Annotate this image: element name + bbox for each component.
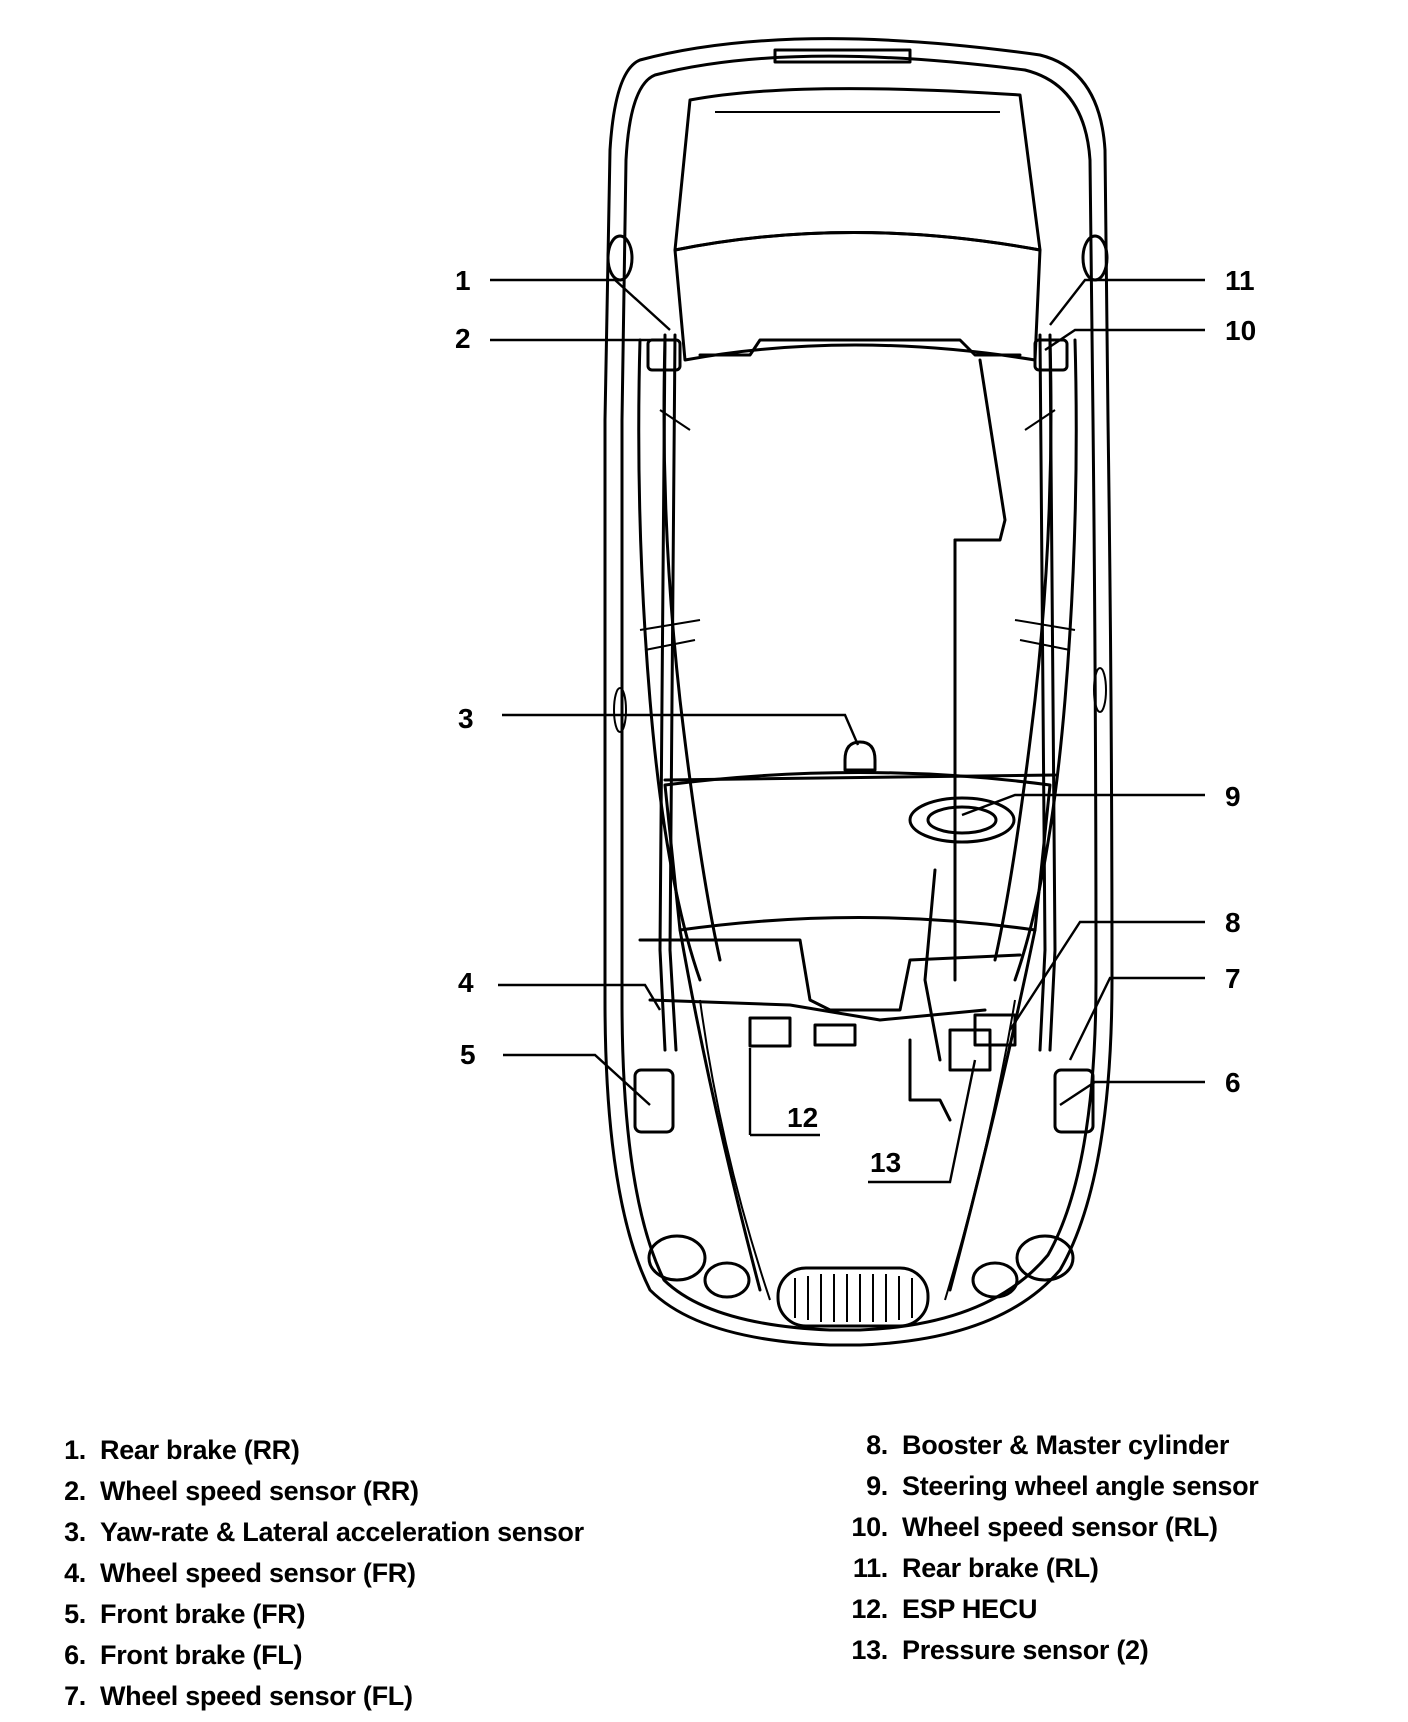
callout-1: 1 [455, 265, 471, 296]
legend-number: 5. [64, 1599, 86, 1629]
brake-lines [633, 333, 1095, 1134]
car-esp-layout-diagram: 1 2 3 4 5 6 7 8 9 10 11 12 13 [455, 37, 1256, 1347]
callout-6: 6 [1225, 1067, 1241, 1098]
legend-label: Wheel speed sensor (RL) [902, 1512, 1218, 1542]
callout-2: 2 [455, 323, 471, 354]
legend-label: Wheel speed sensor (FL) [100, 1681, 413, 1711]
callout-12: 12 [787, 1102, 818, 1133]
legend-number: 2. [64, 1476, 86, 1506]
callout-13: 13 [870, 1147, 901, 1178]
legend-label: Wheel speed sensor (RR) [100, 1476, 419, 1506]
legend-label: Front brake (FR) [100, 1599, 306, 1629]
legend-number: 12. [851, 1594, 888, 1624]
legend-item: 8. Booster & Master cylinder [832, 1430, 1259, 1471]
legend-item: 13. Pressure sensor (2) [832, 1635, 1259, 1676]
legend-number: 7. [64, 1681, 86, 1711]
legend-number: 11. [852, 1553, 888, 1583]
leader-lines [490, 278, 1205, 1184]
legend-number: 9. [866, 1471, 888, 1501]
legend-right: 8. Booster & Master cylinder 9. Steering w… [832, 1430, 1259, 1676]
callout-4: 4 [458, 967, 474, 998]
legend-label: Rear brake (RR) [100, 1435, 300, 1465]
legend-label: Rear brake (RL) [902, 1553, 1099, 1583]
legend-number: 3. [64, 1517, 86, 1547]
legend-label: Steering wheel angle sensor [902, 1471, 1259, 1501]
legend-item: 1. Rear brake (RR) [50, 1435, 584, 1476]
legend-label: Wheel speed sensor (FR) [100, 1558, 416, 1588]
legend-item: 7. Wheel speed sensor (FL) [50, 1681, 584, 1722]
legend-number: 10. [851, 1512, 888, 1542]
legend-item: 3. Yaw-rate & Lateral acceleration sensor [50, 1517, 584, 1558]
legend-item: 10. Wheel speed sensor (RL) [832, 1512, 1259, 1553]
legend-number: 4. [64, 1558, 86, 1588]
legend-number: 13. [851, 1635, 888, 1665]
legend-item: 6. Front brake (FL) [50, 1640, 584, 1681]
callout-9: 9 [1225, 781, 1241, 812]
callout-3: 3 [458, 703, 474, 734]
legend-item: 9. Steering wheel angle sensor [832, 1471, 1259, 1512]
callout-10: 10 [1225, 315, 1256, 346]
legend-label: Yaw-rate & Lateral acceleration sensor [100, 1517, 584, 1547]
callout-11: 11 [1225, 265, 1255, 296]
legend-label: Pressure sensor (2) [902, 1635, 1149, 1665]
legend-left: 1. Rear brake (RR) 2. Wheel speed sensor (… [50, 1435, 584, 1722]
legend-label: Front brake (FL) [100, 1640, 303, 1670]
legend-item: 12. ESP HECU [832, 1594, 1259, 1635]
legend-item: 11. Rear brake (RL) [832, 1553, 1259, 1594]
callout-8: 8 [1225, 907, 1241, 938]
legend-number: 8. [866, 1430, 888, 1460]
legend-label: ESP HECU [902, 1594, 1038, 1624]
legend-label: Booster & Master cylinder [902, 1430, 1230, 1460]
legend-number: 6. [64, 1640, 86, 1670]
legend-number: 1. [64, 1435, 86, 1465]
legend-item: 4. Wheel speed sensor (FR) [50, 1558, 584, 1599]
callout-5: 5 [460, 1039, 476, 1070]
legend-item: 5. Front brake (FR) [50, 1599, 584, 1640]
car-outline [603, 37, 1114, 1347]
legend-item: 2. Wheel speed sensor (RR) [50, 1476, 584, 1517]
callout-7: 7 [1225, 963, 1241, 994]
